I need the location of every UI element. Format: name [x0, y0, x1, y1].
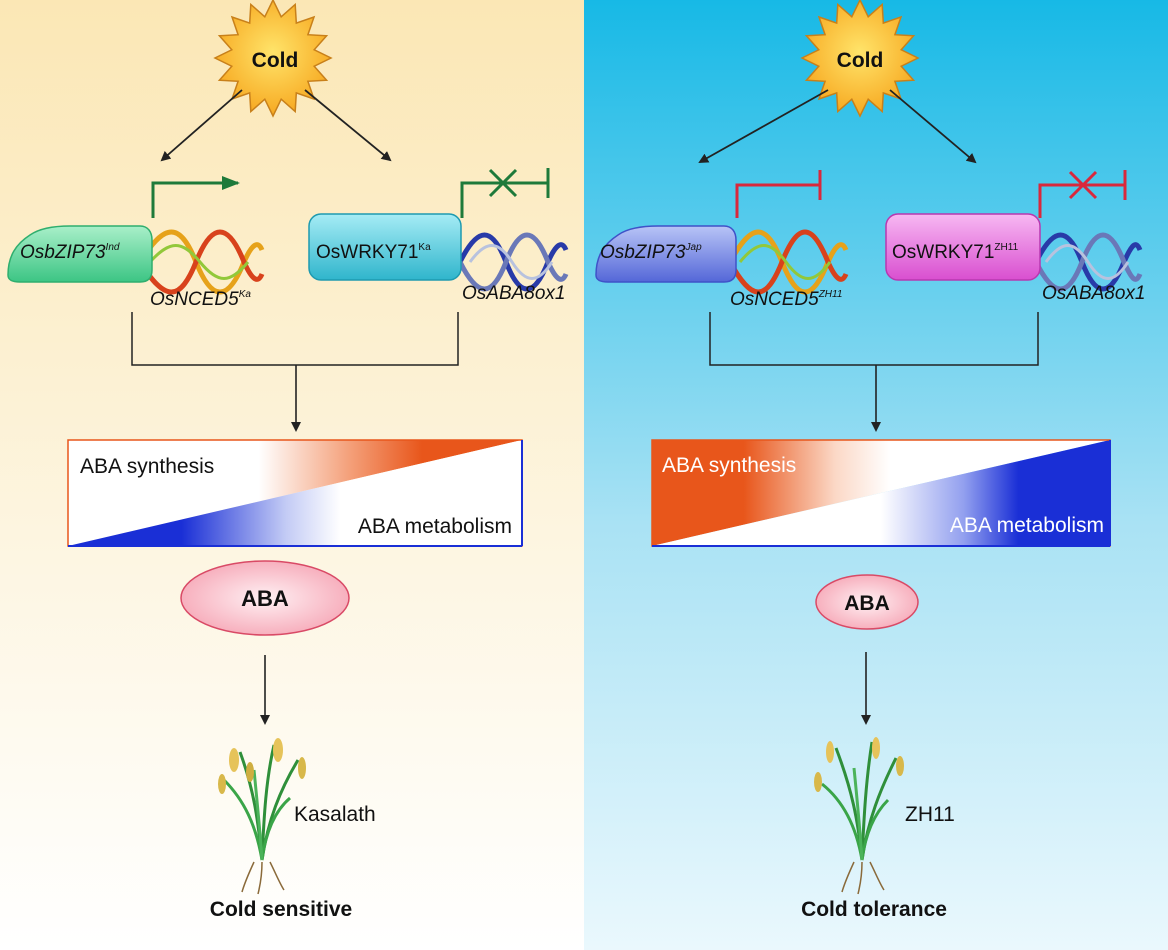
right-tf2-box: [885, 213, 1041, 281]
right-panel: Cold OsbZIP73Jap OsWRKY7: [595, 0, 1146, 921]
left-activation-arrow: [151, 176, 240, 218]
left-hormone-label: ABA: [241, 586, 289, 611]
right-cold-sun-icon: [800, 0, 920, 118]
left-cold-arrow-2: [304, 89, 392, 162]
left-aba-ellipse: [180, 560, 350, 636]
right-aba-balance-box: [651, 439, 1111, 547]
right-dna-helix-2-icon: [1033, 232, 1143, 292]
right-stimulus-label: Cold: [837, 49, 884, 72]
right-aba-ellipse: [815, 574, 919, 630]
right-bracket-connector: [709, 312, 1039, 366]
left-aba-balance-box: [67, 439, 523, 547]
right-rice-plant-icon: [814, 737, 904, 895]
left-stimulus-label: Cold: [252, 49, 299, 72]
right-dna-helix-1-icon: [727, 229, 849, 295]
left-dna-helix-2-icon: [457, 232, 569, 292]
right-metabolism-label: ABA metabolism: [950, 514, 1104, 537]
left-tf1-label: OsbZIP73Ind: [20, 242, 120, 263]
left-tf2-box: [308, 213, 462, 281]
right-hormone-label: ABA: [844, 592, 890, 615]
right-tf1-box: [595, 225, 737, 283]
left-target2-label: OsABA8ox1: [462, 283, 566, 304]
left-bracket-connector: [131, 312, 459, 366]
right-target1-label: OsNCED5ZH11: [730, 289, 842, 310]
right-phenotype-label: Cold tolerance: [801, 898, 947, 921]
right-blocked-repression-icon: [1038, 170, 1127, 218]
right-cold-arrow-1: [698, 89, 829, 163]
left-cold-arrow-1: [160, 89, 243, 162]
right-cultivar-label: ZH11: [905, 803, 955, 826]
left-synthesis-label: ABA synthesis: [80, 455, 214, 478]
left-cold-sun-icon: [213, 0, 333, 118]
left-panel: Cold OsbZIP73Ind OsWRKY71Ka: [7, 0, 569, 921]
left-tf2-label: OsWRKY71Ka: [316, 242, 431, 263]
left-target1-label: OsNCED5Ka: [150, 289, 251, 310]
right-repression-icon: [735, 170, 822, 218]
right-cold-arrow-2: [889, 89, 977, 164]
right-tf2-label: OsWRKY71ZH11: [892, 242, 1019, 263]
left-tf1-box: [7, 225, 153, 283]
left-rice-plant-icon: [218, 738, 306, 895]
left-phenotype-label: Cold sensitive: [210, 898, 352, 921]
right-target2-label: OsABA8ox1: [1042, 283, 1146, 304]
left-metabolism-label: ABA metabolism: [358, 515, 512, 538]
left-dna-helix-1-icon: [137, 229, 265, 295]
left-cultivar-label: Kasalath: [294, 803, 376, 826]
right-synthesis-label: ABA synthesis: [662, 454, 796, 477]
right-tf1-label: OsbZIP73Jap: [600, 242, 702, 263]
left-blocked-repression-icon: [460, 168, 550, 218]
